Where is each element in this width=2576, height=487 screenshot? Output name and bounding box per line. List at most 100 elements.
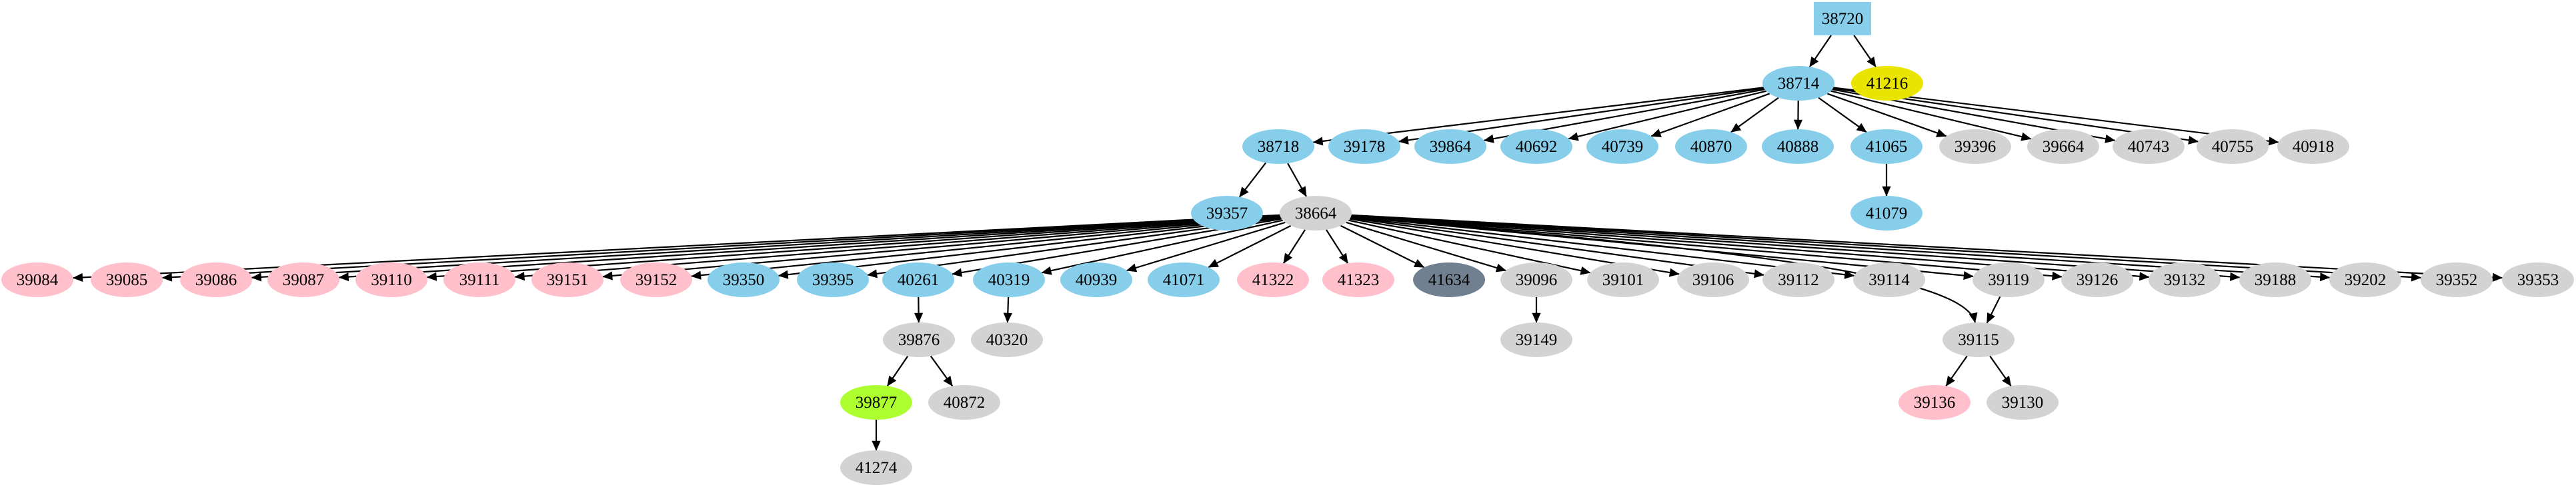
- node-39350: 39350: [708, 262, 780, 297]
- node-39115: 39115: [1943, 322, 2015, 357]
- node-41323: 41323: [1322, 262, 1394, 297]
- node-39106: 39106: [1677, 262, 1749, 297]
- node-ellipse-shape: [883, 322, 955, 357]
- node-label: 39130: [2002, 394, 2044, 412]
- node-label: 39395: [812, 271, 854, 289]
- edge-38720-38714: [1808, 35, 1832, 67]
- node-ellipse-shape: [443, 262, 515, 297]
- node-39395: 39395: [797, 262, 869, 297]
- node-ellipse-shape: [971, 322, 1043, 357]
- node-41634: 41634: [1413, 262, 1485, 297]
- node-39130: 39130: [1987, 385, 2059, 420]
- node-label: 39876: [898, 331, 940, 349]
- node-39101: 39101: [1587, 262, 1659, 297]
- node-40872: 40872: [928, 385, 1000, 420]
- node-label: 39132: [2164, 271, 2206, 289]
- edge-38664-41634: [1340, 225, 1425, 268]
- edge-38720-41216: [1853, 35, 1876, 67]
- node-ellipse-shape: [2061, 262, 2133, 297]
- node-39876: 39876: [883, 322, 955, 357]
- node-ellipse-shape: [1850, 196, 1922, 231]
- node-40739: 40739: [1586, 129, 1658, 164]
- edge-39115-39136: [1945, 355, 1968, 387]
- edge-39119-39115: [1986, 296, 2001, 324]
- node-ellipse-shape: [1675, 129, 1747, 164]
- node-label: 39114: [1868, 271, 1910, 289]
- edge-38718-39357: [1238, 162, 1267, 198]
- node-label: 41323: [1338, 271, 1380, 289]
- node-label: 40939: [1076, 271, 1118, 289]
- edge-38664-39084: [72, 214, 1280, 282]
- node-39087: 39087: [267, 262, 339, 297]
- node-41071: 41071: [1148, 262, 1220, 297]
- edge-39115-39130: [1989, 355, 2012, 387]
- node-ellipse-shape: [1, 262, 73, 297]
- node-ellipse-shape: [797, 262, 869, 297]
- node-ellipse-shape: [1586, 129, 1658, 164]
- node-ellipse-shape: [840, 385, 912, 420]
- node-ellipse-shape: [1328, 129, 1400, 164]
- node-label: 40755: [2212, 138, 2254, 156]
- edge-38664-39086: [251, 215, 1280, 282]
- node-39188: 39188: [2239, 262, 2311, 297]
- node-label: 40870: [1690, 138, 1732, 156]
- node-label: 39119: [1988, 271, 2029, 289]
- node-label: 40261: [898, 271, 940, 289]
- node-39112: 39112: [1762, 262, 1834, 297]
- node-label: 40872: [944, 394, 986, 412]
- node-label: 39352: [2436, 271, 2478, 289]
- node-ellipse-shape: [1280, 196, 1352, 231]
- node-40939: 40939: [1060, 262, 1132, 297]
- node-ellipse-shape: [1500, 322, 1572, 357]
- node-label: 39086: [195, 271, 237, 289]
- node-label: 39111: [459, 271, 500, 289]
- node-ellipse-shape: [1762, 129, 1834, 164]
- node-ellipse-shape: [1677, 262, 1749, 297]
- node-39151: 39151: [531, 262, 603, 297]
- node-39132: 39132: [2149, 262, 2221, 297]
- node-ellipse-shape: [1587, 262, 1659, 297]
- node-label: 41634: [1428, 271, 1470, 289]
- node-40261: 40261: [882, 262, 954, 297]
- node-40755: 40755: [2197, 129, 2269, 164]
- node-label: 40739: [1602, 138, 1644, 156]
- node-ellipse-shape: [1939, 129, 2011, 164]
- node-39149: 39149: [1500, 322, 1572, 357]
- node-label: 39096: [1516, 271, 1558, 289]
- node-label: 39664: [2043, 138, 2085, 156]
- node-ellipse-shape: [1850, 129, 1922, 164]
- node-ellipse-shape: [1237, 262, 1309, 297]
- node-label: 40320: [986, 331, 1028, 349]
- edge-38664-39350: [778, 217, 1281, 279]
- node-label: 40918: [2293, 138, 2335, 156]
- node-ellipse-shape: [1148, 262, 1220, 297]
- node-label: 40743: [2128, 138, 2170, 156]
- node-label: 39152: [635, 271, 678, 289]
- node-39086: 39086: [180, 262, 252, 297]
- node-41065: 41065: [1850, 129, 1922, 164]
- node-label: 39149: [1516, 331, 1558, 349]
- node-ellipse-shape: [1060, 262, 1132, 297]
- node-39877: 39877: [840, 385, 912, 420]
- edge-39876-40872: [930, 355, 954, 387]
- node-label: 39396: [1955, 138, 1997, 156]
- node-ellipse-shape: [1500, 262, 1572, 297]
- node-ellipse-shape: [708, 262, 780, 297]
- node-ellipse-shape: [1242, 129, 1314, 164]
- node-41079: 41079: [1850, 196, 1922, 231]
- node-40743: 40743: [2113, 129, 2185, 164]
- node-ellipse-shape: [1413, 262, 1485, 297]
- node-39085: 39085: [91, 262, 163, 297]
- edge-38664-39114: [1350, 217, 1855, 279]
- edge-38664-39126: [1351, 215, 2063, 280]
- node-label: 41079: [1866, 205, 1908, 223]
- node-label: 41071: [1163, 271, 1205, 289]
- node-label: 38718: [1258, 138, 1300, 156]
- node-40692: 40692: [1500, 129, 1572, 164]
- node-ellipse-shape: [2421, 262, 2493, 297]
- node-41274: 41274: [840, 450, 912, 485]
- node-39119: 39119: [1973, 262, 2045, 297]
- node-ellipse-shape: [2113, 129, 2185, 164]
- node-label: 39085: [106, 271, 148, 289]
- node-ellipse-shape: [1851, 66, 1923, 101]
